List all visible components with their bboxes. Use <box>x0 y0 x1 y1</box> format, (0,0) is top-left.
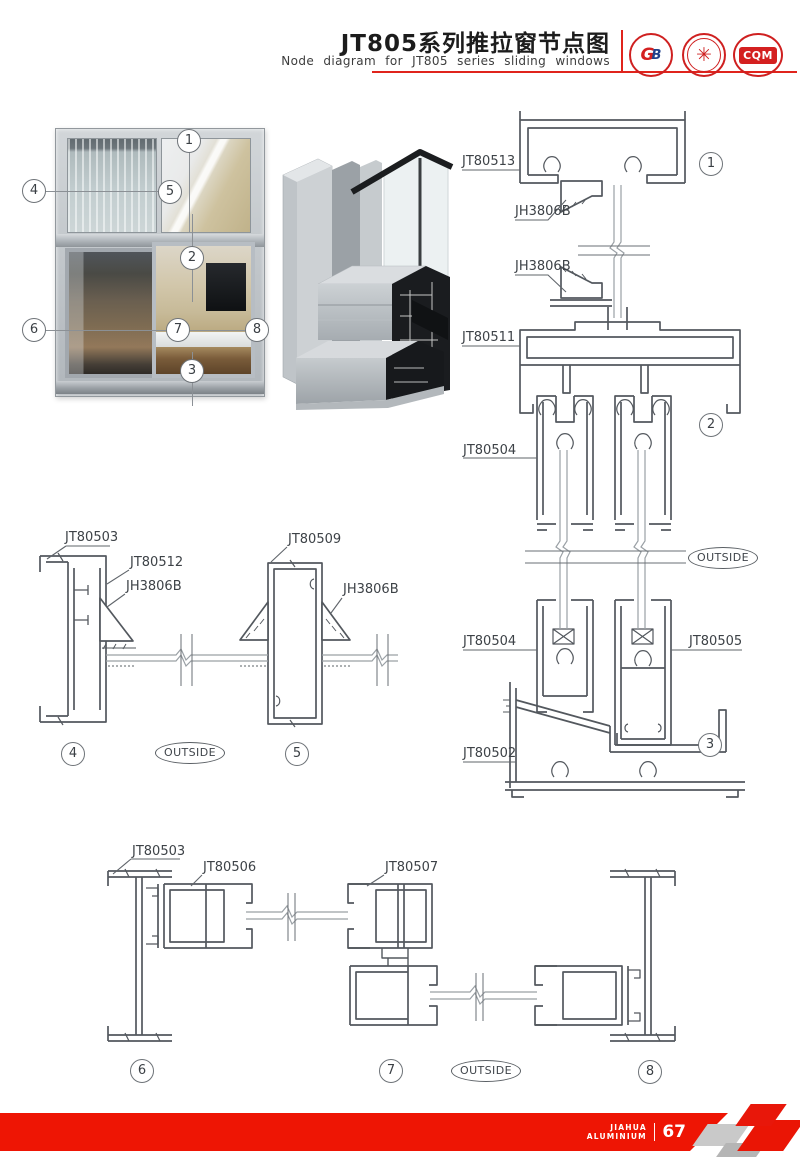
window-sash-left <box>65 248 164 378</box>
section-bottom <box>107 868 676 1042</box>
label-jt80506: JT80506 <box>203 860 257 875</box>
label-jh3806b: JH3806B <box>515 204 571 219</box>
glass-right <box>555 185 649 629</box>
leader-line <box>192 382 193 406</box>
outside-label: OUTSIDE <box>155 742 225 764</box>
outside-label: OUTSIDE <box>688 547 758 569</box>
label-jt80512: JT80512 <box>130 555 184 570</box>
node-marker-4: 4 <box>61 742 85 766</box>
footer-bar <box>0 1113 728 1151</box>
leader-line <box>190 330 246 331</box>
callout-1: 1 <box>177 129 201 153</box>
profile-3d-render <box>282 149 454 410</box>
callout-3: 3 <box>180 359 204 383</box>
callout-8: 8 <box>245 318 269 342</box>
page-title: JT805系列推拉窗节点图 <box>340 31 610 57</box>
outside-label: OUTSIDE <box>451 1060 521 1082</box>
footer-brand: JIAHUA ALUMINIUM 67 <box>520 1117 686 1147</box>
footer-brand-top: JIAHUA <box>610 1122 647 1132</box>
callout-2: 2 <box>180 246 204 270</box>
label-jt80504: JT80504 <box>463 443 517 458</box>
callout-4: 4 <box>22 179 46 203</box>
callout-7: 7 <box>166 318 190 342</box>
label-jt80511: JT80511 <box>462 330 516 345</box>
callout-5: 5 <box>158 180 182 204</box>
glass-mid <box>106 647 398 668</box>
cqm-label: CQM <box>739 46 777 64</box>
gb-letter-g: G <box>640 45 655 65</box>
node-marker-6: 6 <box>130 1059 154 1083</box>
node-marker-5: 5 <box>285 742 309 766</box>
label-jh3806b: JH3806B <box>126 579 182 594</box>
leader-line <box>192 352 193 360</box>
window-sash-right <box>152 242 255 378</box>
window-photo <box>55 128 265 397</box>
tv-in-photo <box>206 262 247 312</box>
window-bottom-track <box>56 381 264 394</box>
label-jt80509: JT80509 <box>288 532 342 547</box>
header-rule <box>372 71 797 73</box>
node-marker-3: 3 <box>698 733 722 757</box>
label-jh3806b: JH3806B <box>515 259 571 274</box>
label-jt80513: JT80513 <box>462 154 516 169</box>
label-jt80507: JT80507 <box>385 860 439 875</box>
node-marker-8: 8 <box>638 1060 662 1084</box>
footer-brand-bottom: ALUMINIUM <box>586 1132 647 1141</box>
footer-divider <box>653 1123 656 1141</box>
section-mid <box>39 552 351 728</box>
leader-line <box>46 191 158 192</box>
label-jh3806b: JH3806B <box>343 582 399 597</box>
cqm-certification-icon: CQM <box>733 33 783 77</box>
leader-line <box>192 269 193 302</box>
seal-certification-icon: ✳ <box>682 33 726 77</box>
header-divider <box>621 30 623 73</box>
break-lines-bottom <box>287 893 484 1021</box>
window-pane-top-left <box>67 138 157 233</box>
page-number: 67 <box>662 1122 686 1142</box>
seal-star-icon: ✳ <box>687 38 721 72</box>
page-subtitle: Node diagram for JT805 series sliding wi… <box>281 54 610 68</box>
label-jt80503: JT80503 <box>65 530 119 545</box>
node-marker-7: 7 <box>379 1059 403 1083</box>
gb-certification-icon: G B <box>629 33 673 77</box>
node-marker-1: 1 <box>699 152 723 176</box>
label-jt80504: JT80504 <box>463 634 517 649</box>
label-jt80502: JT80502 <box>463 746 517 761</box>
leader-line <box>46 330 166 331</box>
leader-line <box>189 152 190 232</box>
callout-6: 6 <box>22 318 46 342</box>
break-lines-right <box>525 245 686 564</box>
leader-line <box>192 214 193 247</box>
break-lines-mid <box>180 634 389 686</box>
node-marker-2: 2 <box>699 413 723 437</box>
gb-letter-b: B <box>651 47 662 63</box>
glass-bottom <box>246 904 537 1006</box>
label-jt80505: JT80505 <box>689 634 743 649</box>
label-jt80503: JT80503 <box>132 844 186 859</box>
